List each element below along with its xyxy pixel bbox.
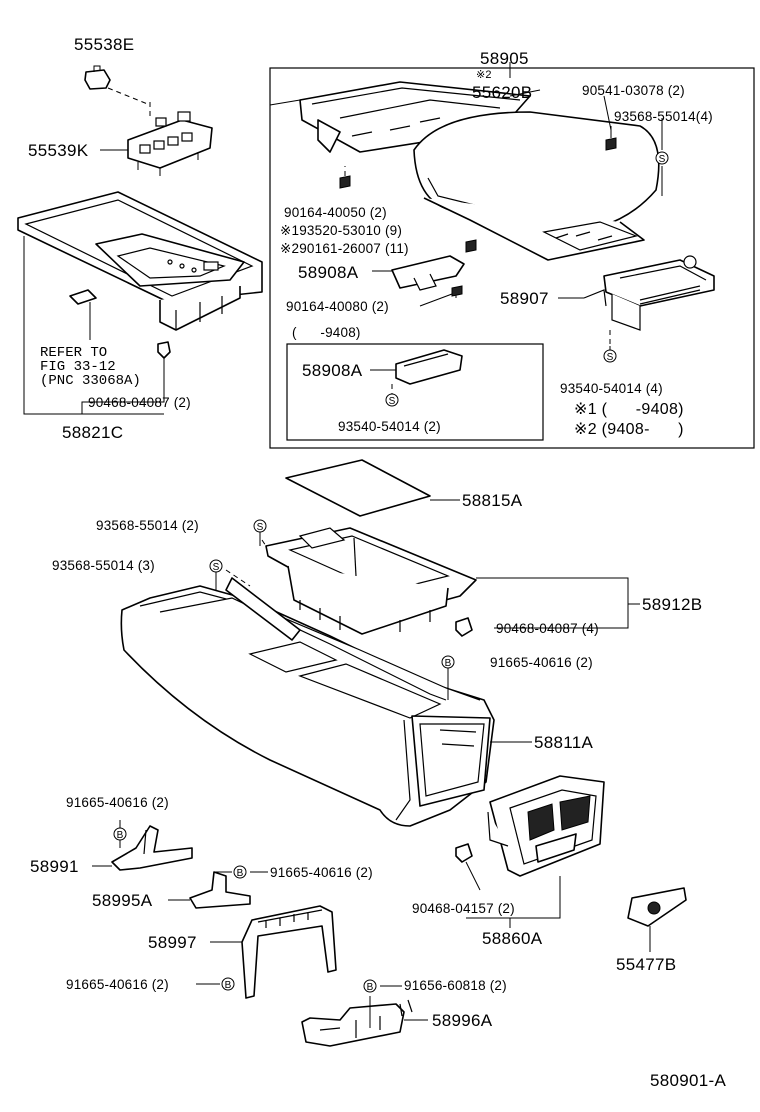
label-note2: ※2 (9408- ) — [574, 421, 684, 438]
clip-90468-04157 — [455, 843, 473, 863]
label-refer-1: REFER TO — [40, 345, 108, 361]
label-58905: 58905 — [480, 49, 529, 68]
label-58908A-top: 58908A — [298, 263, 359, 282]
label-58912B: 58912B — [642, 595, 703, 614]
label-90468-04087-2: 90468-04087 (2) — [88, 395, 191, 410]
symbol-s-tray-3: S — [209, 559, 223, 573]
label-fig-code: 580901-A — [650, 1071, 727, 1090]
symbol-s-lid: S — [655, 151, 669, 165]
symbol-b-58991: B — [113, 827, 127, 841]
svg-text:B: B — [445, 658, 452, 669]
part-58907-bracket — [583, 255, 715, 331]
label-58811A: 58811A — [534, 733, 594, 752]
label-refer-2: FIG 33-12 — [40, 359, 116, 375]
symbol-s-bracket: S — [603, 349, 617, 363]
screw-90161 — [465, 239, 477, 253]
part-58908A-upper — [391, 255, 465, 298]
label-refer-3: (PNC 33068A) — [40, 373, 141, 389]
label-58860A: 58860A — [482, 929, 543, 948]
label-91665-40616-b: 91665-40616 (2) — [66, 795, 169, 810]
label-55477B: 55477B — [616, 955, 677, 974]
svg-text:B: B — [367, 982, 374, 993]
part-58991-bracket — [111, 825, 193, 871]
part-55538E — [84, 65, 111, 90]
part-55539K — [127, 111, 213, 176]
symbol-s-tray-2: S — [253, 519, 267, 533]
clip-90468-04087-right — [455, 617, 473, 637]
label-90541-03078: 90541-03078 (2) — [582, 83, 685, 98]
label-91656-60818: 91656-60818 (2) — [404, 978, 507, 993]
symbol-b-58995A: B — [233, 865, 247, 879]
part-58912B-tray — [265, 527, 477, 635]
svg-text:B: B — [117, 830, 124, 841]
label-58995A: 58995A — [92, 891, 153, 910]
label-58908A-box: 58908A — [302, 361, 363, 380]
label-93568-55014-3: 93568-55014 (3) — [52, 558, 155, 573]
label-91665-40616-c: 91665-40616 (2) — [270, 865, 373, 880]
label-90161-26007: ※290161-26007 (11) — [280, 241, 409, 256]
svg-text:S: S — [659, 154, 666, 165]
label-90468-04087-4: 90468-04087 (4) — [496, 621, 599, 636]
label-91665-40616-d: 91665-40616 (2) — [66, 977, 169, 992]
inner-box-9408 — [286, 343, 544, 441]
label-note1: ※1 ( -9408) — [574, 401, 684, 418]
part-58996A-bracket — [301, 999, 413, 1047]
label-58996A: 58996A — [432, 1011, 493, 1030]
label-90164-40050: 90164-40050 (2) — [284, 205, 387, 220]
label-55538E: 55538E — [74, 35, 135, 54]
svg-text:S: S — [213, 562, 220, 573]
symbol-s-box: S — [385, 393, 399, 407]
label-mark2-top: ※2 — [476, 69, 492, 81]
part-58821C-panel — [17, 191, 263, 331]
svg-text:S: S — [389, 396, 396, 407]
part-55477B-bezel — [627, 887, 687, 927]
label-58997: 58997 — [148, 933, 197, 952]
label-58991: 58991 — [30, 857, 79, 876]
label-90468-04157: 90468-04157 (2) — [412, 901, 515, 916]
label-93520-53010: ※193520-53010 (9) — [280, 223, 403, 238]
label-93540-54014-4: 93540-54014 (4) — [560, 381, 663, 396]
part-58995A-bracket — [189, 871, 251, 909]
label-58815A: 58815A — [462, 491, 523, 510]
label-58907: 58907 — [500, 289, 549, 308]
label-93568-55014-2: 93568-55014 (2) — [96, 518, 199, 533]
part-58815A-mat — [285, 459, 431, 517]
svg-text:S: S — [607, 352, 614, 363]
part-58908A-box — [395, 349, 463, 385]
part-58905-lid — [413, 111, 660, 261]
label-91665-40616-a: 91665-40616 (2) — [490, 655, 593, 670]
label-93540-54014-2: 93540-54014 (2) — [338, 419, 441, 434]
symbol-b-58996A: B — [363, 979, 377, 993]
label-55620B: 55620B — [472, 83, 533, 102]
label-55539K: 55539K — [28, 141, 89, 160]
part-58860A-vent — [487, 775, 605, 877]
svg-text:B: B — [225, 980, 232, 991]
symbol-b-58997: B — [221, 977, 235, 991]
label-90164-40080: 90164-40080 (2) — [286, 299, 389, 314]
screw-90164-40050 — [339, 175, 351, 189]
part-58811A-console — [120, 577, 495, 827]
symbol-b-console: B — [441, 655, 455, 669]
svg-text:S: S — [257, 522, 264, 533]
svg-text:B: B — [237, 868, 244, 879]
label-range-9408: ( -9408) — [292, 325, 361, 340]
label-93568-55014-4: 93568-55014(4) — [614, 109, 713, 124]
upper-right-box — [269, 67, 755, 449]
clip-90468-04087-left — [157, 341, 171, 359]
label-58821C: 58821C — [62, 423, 124, 442]
part-58997-frame — [241, 905, 337, 999]
